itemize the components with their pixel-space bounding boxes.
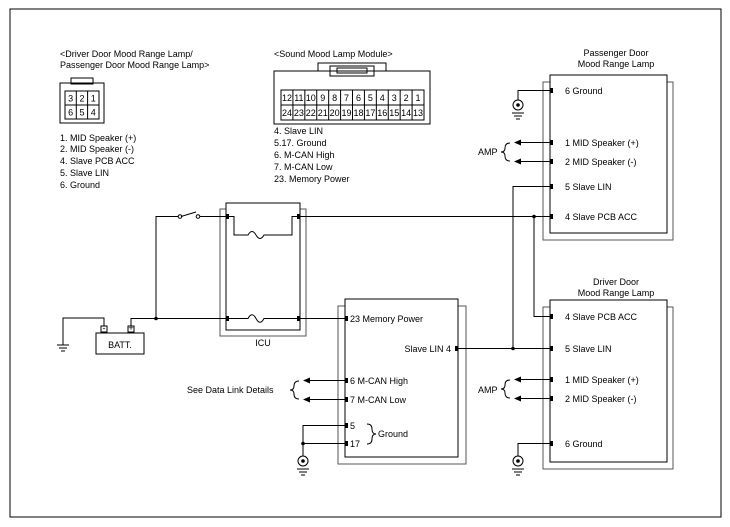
module-pin-can-high: 6 M-CAN High <box>350 376 408 386</box>
door-pin: 3 <box>68 94 73 104</box>
sound-legend-item: 5.17. Ground <box>274 138 327 148</box>
passenger-ground-symbol <box>512 90 550 120</box>
module-ground-label: Ground <box>378 429 408 439</box>
icu-fuse-1 <box>229 216 297 239</box>
battery-ground-symbol <box>57 317 105 352</box>
door-legend-item: 5. Slave LIN <box>60 168 109 178</box>
driver-amp-arrows <box>500 376 550 402</box>
driver-pin-ground: 6 Ground <box>565 439 603 449</box>
sound-pin: 6 <box>356 93 361 103</box>
sound-pin: 10 <box>306 93 316 103</box>
passenger-pin-ground: 6 Ground <box>565 86 603 96</box>
sound-legend-item: 7. M-CAN Low <box>274 162 333 172</box>
module-pin-5: 5 <box>350 421 355 431</box>
driver-lamp-title-2: Mood Range Lamp <box>578 288 655 298</box>
acc-wire <box>300 214 550 317</box>
sound-pin: 11 <box>294 93 303 103</box>
battery-label: BATT. <box>108 340 132 350</box>
sound-pin: 23 <box>294 108 304 118</box>
sound-legend-item: 23. Memory Power <box>274 174 350 184</box>
door-pin: 1 <box>91 94 96 104</box>
door-pin: 2 <box>79 94 84 104</box>
sound-pin: 5 <box>368 93 373 103</box>
sound-pin: 16 <box>377 108 387 118</box>
passenger-lamp-box <box>549 74 668 234</box>
door-pin: 6 <box>68 108 73 118</box>
sound-pin: 15 <box>389 108 399 118</box>
driver-pin-mid-plus: 1 MID Speaker (+) <box>565 375 639 385</box>
sound-pin: 1 <box>416 93 421 103</box>
sound-pin: 3 <box>392 93 397 103</box>
icu-fuse-2 <box>229 314 297 323</box>
sound-legend-item: 6. M-CAN High <box>274 150 335 160</box>
icu-pins <box>226 214 300 321</box>
door-connector-face: 3 2 1 6 5 4 <box>59 77 105 124</box>
driver-pin-slave-pcb-acc: 4 Slave PCB ACC <box>565 312 638 322</box>
data-link-label: See Data Link Details <box>187 385 274 395</box>
sound-pin: 9 <box>320 93 325 103</box>
sound-pin: 18 <box>353 108 363 118</box>
driver-amp-label: AMP <box>478 385 498 395</box>
passenger-lamp-title-1: Passenger Door <box>583 48 648 58</box>
passenger-amp-label: AMP <box>478 147 498 157</box>
sound-pin: 24 <box>282 108 292 118</box>
module-pin-slave-lin: Slave LIN 4 <box>404 344 451 354</box>
driver-pin-slave-lin: 5 Slave LIN <box>565 344 612 354</box>
door-connector-title-2: Passenger Door Mood Range Lamp> <box>60 60 209 70</box>
diagram-frame <box>9 8 722 518</box>
driver-lamp-pins <box>550 314 553 446</box>
driver-lamp-title-1: Driver Door <box>593 277 639 287</box>
module-box <box>344 298 459 458</box>
sound-pin: 8 <box>332 93 337 103</box>
sound-connector-title: <Sound Mood Lamp Module> <box>274 49 393 59</box>
door-pin: 5 <box>79 108 84 118</box>
sound-pin: 17 <box>365 108 375 118</box>
door-legend-item: 1. MID Speaker (+) <box>60 133 136 143</box>
door-connector-title-1: <Driver Door Mood Range Lamp/ <box>60 49 193 59</box>
icu-label: ICU <box>255 338 271 348</box>
module-pins <box>345 316 458 446</box>
passenger-lamp-title-2: Mood Range Lamp <box>578 59 655 69</box>
passenger-pin-mid-plus: 1 MID Speaker (+) <box>565 138 639 148</box>
driver-pin-mid-minus: 2 MID Speaker (-) <box>565 394 637 404</box>
passenger-lamp-pins <box>550 88 553 219</box>
sound-pin: 19 <box>342 108 352 118</box>
passenger-pin-mid-minus: 2 MID Speaker (-) <box>565 157 637 167</box>
battery-plus: + <box>128 323 133 333</box>
driver-lamp-box <box>549 299 668 463</box>
module-ground-symbol <box>297 425 345 476</box>
sound-pin: 22 <box>306 108 316 118</box>
sound-pin: 7 <box>344 93 349 103</box>
sound-pin: 13 <box>413 108 423 118</box>
module-ground-brace <box>366 423 377 445</box>
battery-minus: - <box>103 323 106 333</box>
passenger-amp-arrows <box>500 139 550 165</box>
module-pin-memory-power: 23 Memory Power <box>350 314 423 324</box>
passenger-pin-slave-lin: 5 Slave LIN <box>565 182 612 192</box>
driver-ground-symbol <box>512 443 550 476</box>
module-pin-can-low: 7 M-CAN Low <box>350 395 407 405</box>
door-legend-item: 6. Ground <box>60 180 100 190</box>
module-pin-17: 17 <box>350 439 360 449</box>
ignition-switch <box>130 211 226 326</box>
passenger-pin-slave-pcb-acc: 4 Slave PCB ACC <box>565 212 638 222</box>
sound-pin: 21 <box>318 108 328 118</box>
sound-pin: 4 <box>380 93 385 103</box>
slave-lin-wire <box>458 186 550 351</box>
door-legend-item: 4. Slave PCB ACC <box>60 156 135 166</box>
door-pin: 4 <box>91 108 96 118</box>
sound-pin: 20 <box>330 108 340 118</box>
sound-pin: 12 <box>282 93 292 103</box>
sound-pin: 2 <box>404 93 409 103</box>
icu-box <box>225 202 301 331</box>
data-link-arrows <box>289 377 345 403</box>
door-legend-item: 2. MID Speaker (-) <box>60 144 134 154</box>
sound-legend-item: 4. Slave LIN <box>274 126 323 136</box>
sound-pin: 14 <box>401 108 411 118</box>
